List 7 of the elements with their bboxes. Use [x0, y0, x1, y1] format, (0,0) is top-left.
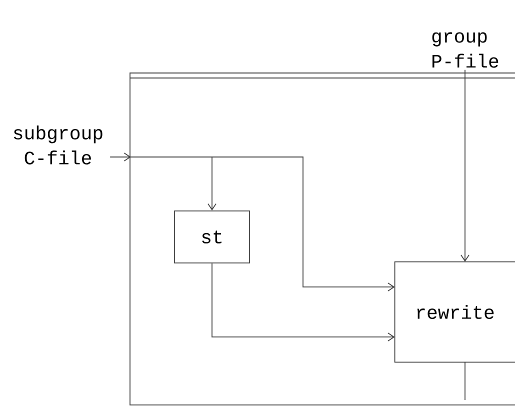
node-label: subgroup C-file: [14, 126, 102, 164]
arrow: [460, 69, 470, 262]
arrow: [212, 263, 395, 342]
process-box: st: [174, 210, 250, 264]
node-label: group P-file: [432, 32, 498, 68]
arrow: [110, 156, 395, 292]
process-box: rewrite: [394, 261, 515, 363]
